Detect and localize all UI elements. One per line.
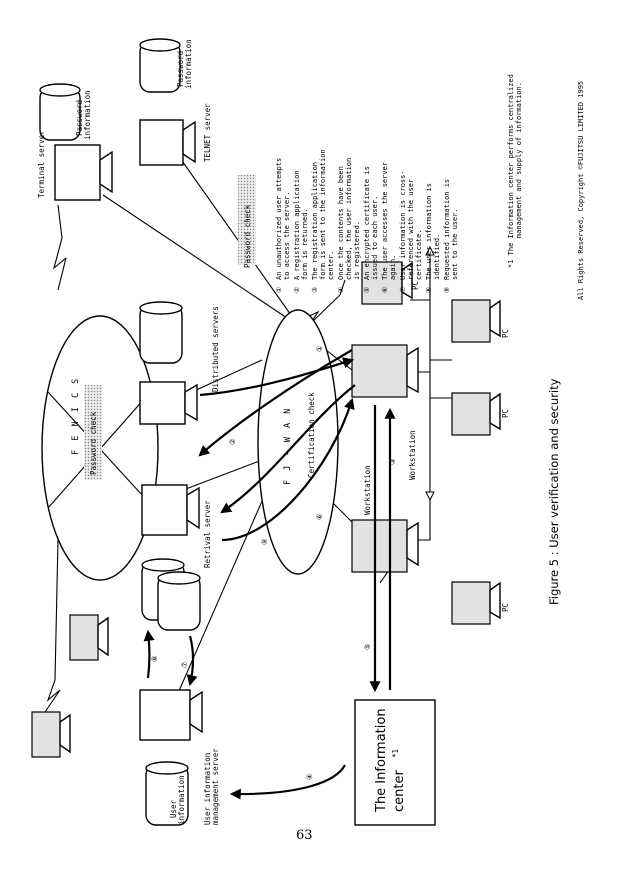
retrieval-server: Retrival server [141,484,212,631]
password-info-telnet-1: Password [176,51,185,87]
fenics-password-check: Password check [89,411,98,475]
step-marker-8: ⑧ [150,655,159,662]
legend-step-3: ③ The registration application form is s… [311,149,335,293]
fenics-network: F E N I C S Password check [41,315,159,581]
workstation-lower-label: Workstation [363,465,372,515]
legend-step-5: ⑤ An encrypted certificate is issued to … [363,166,379,293]
svg-text:The user information is: The user information is [425,183,433,280]
footnote-line-2: management and supply of information. [515,82,523,238]
step-marker-5: ⑤ [363,643,372,650]
workstation-lower: Workstation [351,465,419,573]
svg-text:User information is cross-: User information is cross- [399,170,407,280]
terminal-server-label: Terminal server [37,130,46,198]
pc-group: PC PC PC PC [361,245,510,625]
svg-text:④: ④ [337,287,345,293]
flow-arrows [143,349,396,800]
svg-text:form is sent to the informatio: form is sent to the information [319,149,327,280]
copyright-notice: All Rights Reserved, Copyright ©FUJITSU … [577,81,585,300]
svg-text:again.: again. [389,255,397,280]
user-info-db-1: User [169,799,178,818]
password-info-top-2: information [83,90,92,140]
page-number: 63 [296,828,313,843]
pc-label-4: PC [501,603,510,612]
legend-step-1: ① An unauthorized user attempts to acces… [275,158,291,293]
legend-step-7: ⑦ User information is cross- referenced … [399,170,423,293]
network-links [44,157,452,713]
footnote: *1 The Information center performs centr… [507,74,523,268]
step-markers: ① ② ③ ④ ⑤ ⑥ ⑦ ⑧ ⑨ [150,345,397,780]
step-marker-1: ① [315,345,324,352]
svg-text:sent to the user.: sent to the user. [451,208,459,280]
info-center-mark: *1 [391,749,400,758]
svg-text:The user accesses the server: The user accesses the server [381,162,389,280]
svg-text:form is returned.: form is returned. [301,208,309,280]
distributed-servers-label: Distributed servers [211,306,220,392]
svg-text:to access the server.: to access the server. [283,191,291,280]
user-info-mgmt-1: User information [203,753,212,825]
pc-label-1: PC [411,281,420,290]
svg-text:③: ③ [311,287,319,293]
step-marker-2: ② [228,438,237,445]
svg-text:checked, the user information: checked, the user information [345,158,353,280]
user-info-db-2: information [177,775,186,825]
user-info-mgmt-2: management server [211,748,220,825]
legend-step-8: ⑧ The user information is identified. [425,183,441,293]
legend-step-9: ⑨ Requested information is sent to the u… [443,179,459,293]
telnet-server: Password information TELNET server Passw… [139,38,256,268]
figure-caption: Figure 5 : User verification and securit… [547,378,561,605]
legend-step-4: ④ Once the contents have been checked, t… [337,158,361,293]
terminal-server: Terminal server Password information [37,83,113,201]
distributed-servers: Distributed servers [139,301,220,425]
pc-label-3: PC [501,409,510,418]
fenics-label: F E N I C S [71,377,81,455]
svg-text:is registered.: is registered. [353,221,361,280]
svg-text:An unauthorized user attempts: An unauthorized user attempts [275,158,283,280]
svg-text:center.: center. [327,250,335,280]
workstation-upper: Workstation [351,344,419,480]
fjwan-label: F J - W A N [283,407,293,485]
svg-text:A registration application: A registration application [293,170,301,280]
step-marker-7: ⑦ [180,661,189,668]
svg-text:⑧: ⑧ [425,287,433,293]
step-marker-6: ⑥ [315,513,324,520]
svg-text:Once the contents have been: Once the contents have been [337,166,345,280]
svg-text:②: ② [293,287,301,293]
information-center: The Information center *1 [354,699,436,826]
workstation-upper-label: Workstation [408,430,417,480]
svg-text:The registration application: The registration application [311,162,319,280]
svg-text:An encrypted certificate is: An encrypted certificate is [363,166,371,280]
fenics-password-check-box [84,385,102,480]
step-marker-9: ⑨ [260,538,269,545]
password-info-top-1: Password [75,100,84,136]
left-terminals [31,614,109,758]
step-marker-4: ④ [305,773,314,780]
svg-text:①: ① [275,287,283,293]
svg-text:⑤: ⑤ [363,287,371,293]
retrieval-server-label: Retrival server [203,500,212,568]
svg-text:issued to each user.: issued to each user. [371,196,379,280]
footnote-line-1: *1 The Information center performs centr… [507,74,515,268]
svg-text:referenced with the user: referenced with the user [407,179,415,280]
telnet-password-check-box [238,175,256,265]
svg-text:⑦: ⑦ [399,287,407,293]
user-info-management-server: User information User information manage… [139,689,220,826]
step-marker-3: ③ [388,458,397,465]
legend-step-2: ② A registration application form is ret… [293,170,309,293]
svg-text:⑨: ⑨ [443,287,451,293]
legend: ① An unauthorized user attempts to acces… [275,74,523,293]
info-center-line-2: center [392,770,407,812]
pc-label-2: PC [501,329,510,338]
fjwan-certification-check: Certification check [307,392,316,478]
info-center-line-1: The Information [374,708,389,813]
legend-step-6: ⑥ The user accesses the server again. [381,162,397,293]
telnet-server-label: TELNET server [203,103,212,162]
svg-text:Requested information is: Requested information is [443,179,451,280]
telnet-password-check: Password check [243,204,252,268]
svg-text:⑥: ⑥ [381,287,389,293]
password-info-telnet-2: information [184,39,193,89]
svg-text:certificate.: certificate. [415,229,423,280]
svg-text:identified.: identified. [433,234,441,280]
